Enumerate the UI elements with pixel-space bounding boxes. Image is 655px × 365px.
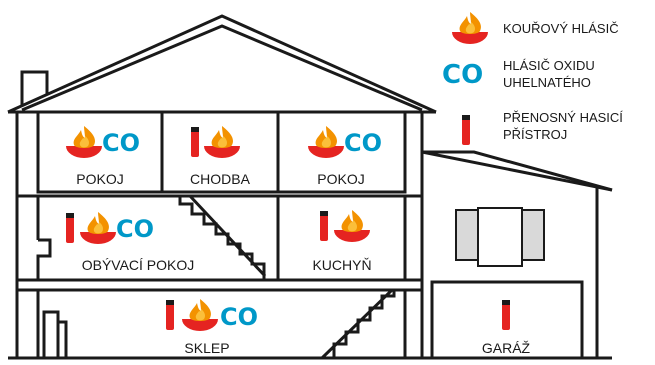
- room-label-kuchyn: KUCHYŇ: [312, 257, 371, 273]
- smoke-detector-icon: [334, 210, 370, 242]
- smoke-detector-icon: [66, 126, 102, 158]
- smoke-detector-icon: [182, 299, 218, 331]
- co-icon: CO: [102, 129, 140, 157]
- co-icon: CO: [116, 215, 154, 243]
- co-icon: CO: [220, 303, 258, 331]
- legend-extinguisher-label-1: PŘENOSNÝ HASICÍ: [503, 110, 623, 125]
- legend-extinguisher-label-2: PŘÍSTROJ: [503, 127, 567, 142]
- room-label-pokoj-right: POKOJ: [317, 171, 364, 187]
- fire-extinguisher-icon: [166, 300, 174, 330]
- fire-extinguisher-icon: [66, 213, 74, 243]
- house-outline: [7, 14, 613, 360]
- fire-extinguisher-icon: [320, 211, 328, 241]
- upper-stairs: [178, 196, 266, 280]
- legend-co-label-1: HLÁSIČ OXIDU: [503, 58, 595, 73]
- co-icon: CO: [344, 129, 382, 157]
- legend-co-icon: CO: [442, 60, 483, 90]
- legend-smoke-label: KOUŘOVÝ HLÁSIČ: [503, 21, 619, 36]
- room-label-garaz: GARÁŽ: [482, 340, 531, 356]
- room-label-sklep: SKLEP: [184, 340, 229, 356]
- garage-door: [430, 280, 584, 360]
- legend-co-label-2: UHELNATÉHO: [503, 75, 591, 90]
- main-roof: [7, 14, 437, 114]
- fire-extinguisher-icon: [191, 127, 199, 157]
- legend: KOUŘOVÝ HLÁSIČ CO HLÁSIČ OXIDU UHELNATÉH…: [442, 12, 623, 145]
- room-label-chodba: CHODBA: [190, 171, 251, 187]
- room-label-pokoj-left: POKOJ: [76, 171, 123, 187]
- fire-extinguisher-icon: [502, 300, 510, 330]
- lower-stairs: [332, 290, 396, 358]
- room-pokoj-right: [276, 110, 407, 194]
- smoke-detector-icon: [204, 126, 240, 158]
- legend-smoke-icon: [452, 12, 488, 44]
- legend-extinguisher-icon: [462, 115, 470, 145]
- room-label-obyvaci: OBÝVACÍ POKOJ: [82, 257, 195, 273]
- smoke-detector-icon: [308, 126, 344, 158]
- smoke-detector-icon: [80, 212, 116, 244]
- garage-window: [455, 207, 545, 267]
